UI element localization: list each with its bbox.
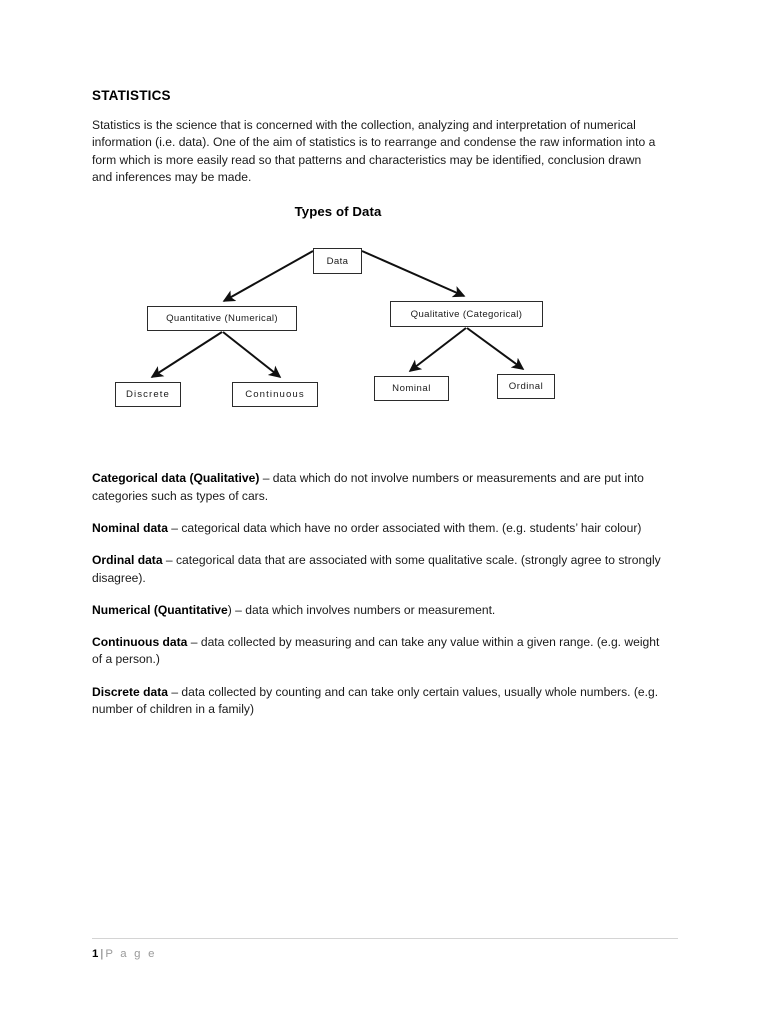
definition-nominal: Nominal data – categorical data which ha… bbox=[92, 520, 664, 537]
definition-term: Continuous data bbox=[92, 635, 188, 650]
diagram-node-nominal: Nominal bbox=[374, 376, 449, 402]
edge-qualitative-nominal bbox=[408, 327, 467, 373]
definition-term: Nominal data bbox=[92, 520, 168, 535]
definition-term: Numerical (Quantitative bbox=[92, 602, 228, 617]
footer-page-label: P a g e bbox=[105, 948, 157, 960]
edge-data-quantitative bbox=[222, 250, 314, 303]
page-footer: 1|P a g e bbox=[92, 938, 678, 961]
intro-paragraph: Statistics is the science that is concer… bbox=[92, 118, 656, 185]
definition-term: Categorical data (Qualitative) bbox=[92, 471, 260, 486]
definition-discrete: Discrete data – data collected by counti… bbox=[92, 684, 664, 719]
document-content: STATISTICS Statistics is the science tha… bbox=[92, 88, 664, 718]
diagram-title: Types of Data bbox=[294, 204, 382, 220]
footer-content: 1|P a g e bbox=[92, 947, 678, 961]
diagram-edges bbox=[150, 250, 525, 379]
footer-separator: | bbox=[100, 948, 104, 960]
definition-body: – categorical data which have no order a… bbox=[167, 520, 642, 535]
page-title: STATISTICS bbox=[92, 88, 171, 103]
definition-body: – data which do not involve numbers or m… bbox=[92, 471, 644, 503]
definition-body: – categorical data that are associated w… bbox=[92, 553, 661, 585]
diagram-node-data: Data bbox=[313, 248, 362, 275]
diagram-node-continuous: Continuous bbox=[232, 382, 318, 408]
edge-quantitative-discrete bbox=[150, 331, 223, 379]
definition-categorical: Categorical data (Qualitative) – data wh… bbox=[92, 470, 664, 505]
diagram-node-qualitative: Qualitative (Categorical) bbox=[390, 301, 543, 328]
definition-term: Ordinal data bbox=[92, 553, 163, 568]
edge-data-qualitative bbox=[361, 250, 466, 298]
definition-ordinal: Ordinal data – categorical data that are… bbox=[92, 552, 664, 587]
edge-quantitative-continuous bbox=[222, 331, 282, 379]
diagram-node-discrete: Discrete bbox=[115, 382, 181, 408]
diagram-canvas: Data Quantitative (Numerical) Qualitativ… bbox=[92, 238, 664, 438]
footer-page-number: 1 bbox=[92, 948, 99, 960]
definition-body: – data collected by measuring and can ta… bbox=[92, 635, 660, 667]
footer-divider bbox=[92, 938, 678, 939]
definition-body: ) – data which involves numbers or measu… bbox=[227, 602, 496, 617]
definition-numerical: Numerical (Quantitative) – data which in… bbox=[92, 602, 664, 619]
edge-qualitative-ordinal bbox=[466, 327, 525, 371]
types-of-data-diagram: Types of Data bbox=[92, 204, 664, 454]
diagram-node-ordinal: Ordinal bbox=[497, 374, 555, 400]
diagram-node-quantitative: Quantitative (Numerical) bbox=[147, 306, 297, 332]
definition-body: – data collected by counting and can tak… bbox=[92, 684, 659, 717]
definition-term: Discrete data bbox=[92, 684, 168, 699]
definition-continuous: Continuous data – data collected by meas… bbox=[92, 634, 664, 669]
definition-list: Categorical data (Qualitative) – data wh… bbox=[92, 470, 664, 718]
